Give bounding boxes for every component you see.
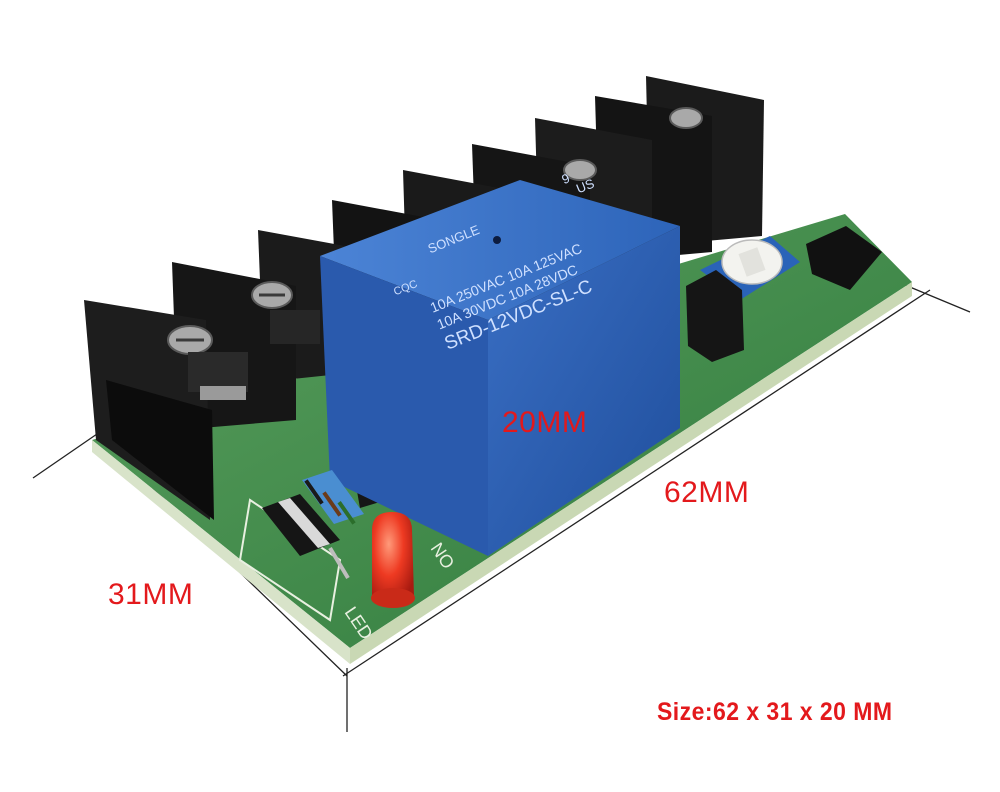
length-dimension-label: 62MM [664, 476, 750, 509]
relay-ul-mark: US [574, 176, 597, 197]
relay: SONGLE US 9 CQC 10A 250VAC 10A 125VAC 10… [320, 170, 680, 556]
width-dimension-label: 31MM [108, 578, 194, 611]
resistor [302, 470, 364, 525]
diode [262, 494, 350, 580]
led [371, 512, 415, 608]
height-dimension-label: 20MM [502, 406, 588, 439]
ic-chip [806, 226, 882, 290]
transistor [686, 270, 744, 362]
size-caption: Size:62 x 31 x 20 MM [657, 698, 893, 726]
